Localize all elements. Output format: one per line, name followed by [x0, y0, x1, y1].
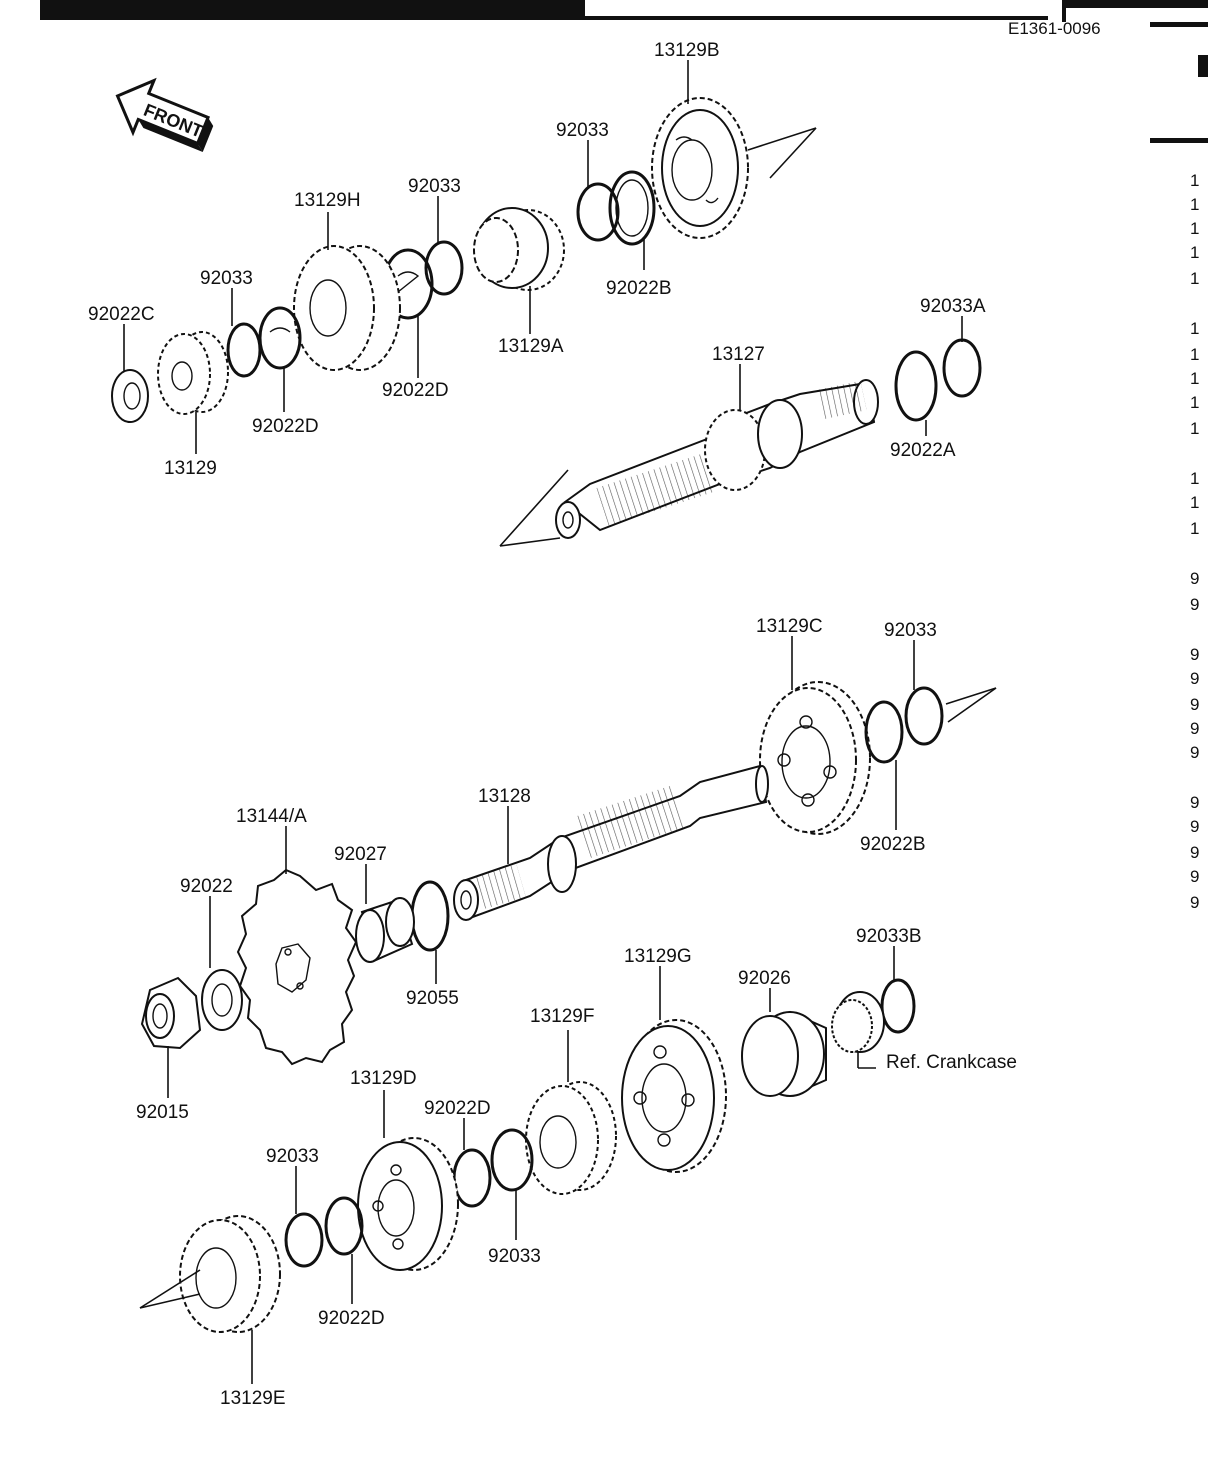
side-index-digit: 9 — [1190, 719, 1199, 738]
side-index-digit: 1 — [1190, 195, 1199, 214]
label-92022d-a: 92022D — [382, 380, 449, 401]
washer-92022a — [894, 350, 938, 422]
label-92022: 92022 — [180, 876, 233, 897]
label-92033-b: 92033 — [408, 176, 461, 197]
label-13129d: 13129D — [350, 1068, 417, 1089]
front-arrow-icon: FRONT — [115, 77, 214, 152]
label-92022d-b: 92022D — [252, 416, 319, 437]
label-13129c: 13129C — [756, 616, 823, 637]
side-index-digit: 1 — [1190, 369, 1199, 388]
shaft-13128 — [453, 764, 769, 921]
snap-ring-92033-mid — [424, 240, 464, 296]
header-bar — [40, 0, 1208, 143]
gear-13129f — [525, 1081, 617, 1195]
gear-13129c — [759, 681, 871, 835]
label-92033-f: 92033 — [266, 1146, 319, 1167]
side-index-digit: 9 — [1190, 695, 1199, 714]
side-index-digit: 9 — [1190, 843, 1199, 862]
snap-ring-92033a — [942, 338, 982, 398]
label-13129h: 13129H — [294, 190, 361, 211]
side-index-digit: 9 — [1190, 743, 1199, 762]
side-index-digit: 1 — [1190, 345, 1199, 364]
label-13129: 13129 — [164, 458, 217, 479]
label-13129a: 13129A — [498, 336, 564, 357]
side-index-digit: 1 — [1190, 243, 1199, 262]
label-92026: 92026 — [738, 968, 791, 989]
label-13144a: 13144/A — [236, 806, 307, 827]
washer-92022d-left — [258, 306, 302, 370]
label-13129f: 13129F — [530, 1006, 594, 1027]
label-92033-d: 92033 — [884, 620, 937, 641]
side-index-digit: 1 — [1190, 419, 1199, 438]
washer-92022d-bottom — [324, 1196, 364, 1256]
washer-92022d-lower-mid — [452, 1148, 492, 1208]
label-92022c: 92022C — [88, 304, 155, 325]
label-13128: 13128 — [478, 786, 531, 807]
gear-13129h — [293, 245, 401, 371]
label-92022b-b: 92022B — [860, 834, 926, 855]
label-92055: 92055 — [406, 988, 459, 1009]
drawing-ref-code: E1361-0096 — [1008, 19, 1101, 38]
gear-13129d — [357, 1137, 459, 1271]
side-index-digit: 9 — [1190, 645, 1199, 664]
washer-92022b-upper — [608, 170, 656, 246]
label-13129e: 13129E — [220, 1388, 286, 1409]
washer-92022 — [201, 969, 243, 1031]
label-92022d-d: 92022D — [318, 1308, 385, 1329]
crankcase-reference: Ref. Crankcase — [886, 1052, 1017, 1073]
side-index-digit: 1 — [1190, 219, 1199, 238]
label-13127: 13127 — [712, 344, 765, 365]
label-92033-c: 92033 — [200, 268, 253, 289]
sprocket-13144a — [236, 868, 358, 1066]
gear-13129b — [651, 97, 817, 239]
needle-bearing — [831, 991, 885, 1053]
side-index-digit: 9 — [1190, 669, 1199, 688]
washer-92022b-lower — [864, 700, 904, 764]
washer-92022c — [111, 369, 149, 423]
side-index-digit: 1 — [1190, 319, 1199, 338]
label-92015: 92015 — [136, 1102, 189, 1123]
snap-ring-92033-lower-mid — [490, 1128, 534, 1192]
side-index-digit: 9 — [1190, 867, 1199, 886]
side-index-digit: 1 — [1190, 493, 1199, 512]
side-index-digit: 9 — [1190, 595, 1199, 614]
side-index-digit: 1 — [1190, 269, 1199, 288]
label-92022b-a: 92022B — [606, 278, 672, 299]
side-index-digit: 9 — [1190, 893, 1199, 912]
snap-ring-92033-left — [226, 322, 262, 378]
collar-92027 — [355, 897, 415, 963]
shaft-13127 — [499, 379, 879, 547]
snap-ring-92033-lower — [904, 686, 944, 746]
label-92033a: 92033A — [920, 296, 986, 317]
side-index-digit: 1 — [1190, 519, 1199, 538]
label-92027: 92027 — [334, 844, 387, 865]
side-index-column: 1 1 1 1 1 1 1 1 1 1 1 1 1 9 9 9 9 9 9 9 9 9 9 9 9 — [1190, 171, 1199, 912]
side-index-digit: 9 — [1190, 569, 1199, 588]
side-index-digit: 1 — [1190, 393, 1199, 412]
snap-ring-92033b — [880, 978, 916, 1034]
side-index-digit: 9 — [1190, 817, 1199, 836]
bearing-92026 — [741, 1010, 827, 1097]
snap-ring-92033-upper — [576, 182, 620, 242]
label-13129g: 13129G — [624, 946, 692, 967]
gear-13129g — [621, 1019, 727, 1173]
o-ring-92055 — [410, 880, 450, 952]
side-index-digit: 1 — [1190, 469, 1199, 488]
label-92033-e: 92033 — [488, 1246, 541, 1267]
gear-13129 — [157, 331, 229, 415]
gear-13129e — [139, 1215, 281, 1333]
label-92033-a: 92033 — [556, 120, 609, 141]
label-92022a: 92022A — [890, 440, 956, 461]
label-92033b: 92033B — [856, 926, 922, 947]
nut-92015 — [140, 976, 202, 1050]
label-13129b: 13129B — [654, 40, 720, 61]
snap-ring-92033-bottom — [284, 1212, 324, 1268]
side-index-digit: 1 — [1190, 171, 1199, 190]
label-92022d-c: 92022D — [424, 1098, 491, 1119]
gear-13129a — [473, 207, 565, 291]
side-index-digit: 9 — [1190, 793, 1199, 812]
